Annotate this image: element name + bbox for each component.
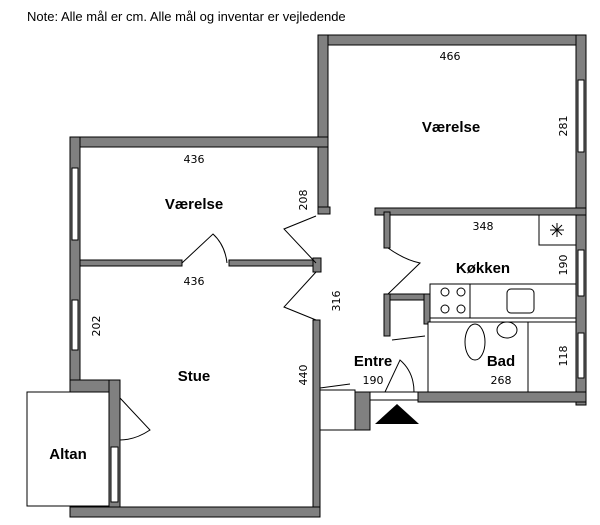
sink-icon [506,288,535,314]
dim-vaerelse-top-width: 466 [440,50,461,63]
doors [119,215,459,441]
kitchen-counter [429,283,577,319]
dim-stue-depth-a: 202 [90,316,103,337]
storage-box [319,389,356,431]
dim-entre-depth: 316 [330,291,343,312]
entrance-arrow-icon [375,404,419,424]
room-label-bad: Bad [487,353,515,370]
dim-vaerelse-left-width: 436 [184,153,205,166]
dim-stue-depth-b: 440 [297,365,310,386]
walls [69,34,587,518]
fridge [538,214,577,246]
room-label-altan: Altan [49,446,87,463]
room-label-koekken: Køkken [456,260,510,277]
windows [71,79,585,503]
dim-koekken-depth: 190 [557,255,570,276]
washbasin-icon [496,321,518,339]
stove-burner-icon [440,287,450,297]
dim-entre-width: 190 [363,374,384,387]
room-label-entre: Entre [354,353,392,370]
toilet-icon [464,323,486,361]
asterisk-icon [550,223,564,237]
labels: Værelse 466 281 Værelse 436 208 Stue 436… [49,50,570,463]
note-text: Note: Alle mål er cm. Alle mål og invent… [27,9,346,24]
dim-bad-width: 268 [491,374,512,387]
altan-outline [26,391,110,507]
bathroom [427,321,577,393]
dim-bad-depth: 118 [557,346,570,367]
fixtures [26,214,577,507]
dim-vaerelse-left-depth: 208 [297,190,310,211]
dim-vaerelse-top-depth: 281 [557,116,570,137]
dim-stue-width: 436 [184,275,205,288]
room-label-vaerelse-left: Værelse [165,196,223,213]
room-label-vaerelse-top: Værelse [422,119,480,136]
room-label-stue: Stue [178,368,211,385]
dim-koekken-width: 348 [473,220,494,233]
